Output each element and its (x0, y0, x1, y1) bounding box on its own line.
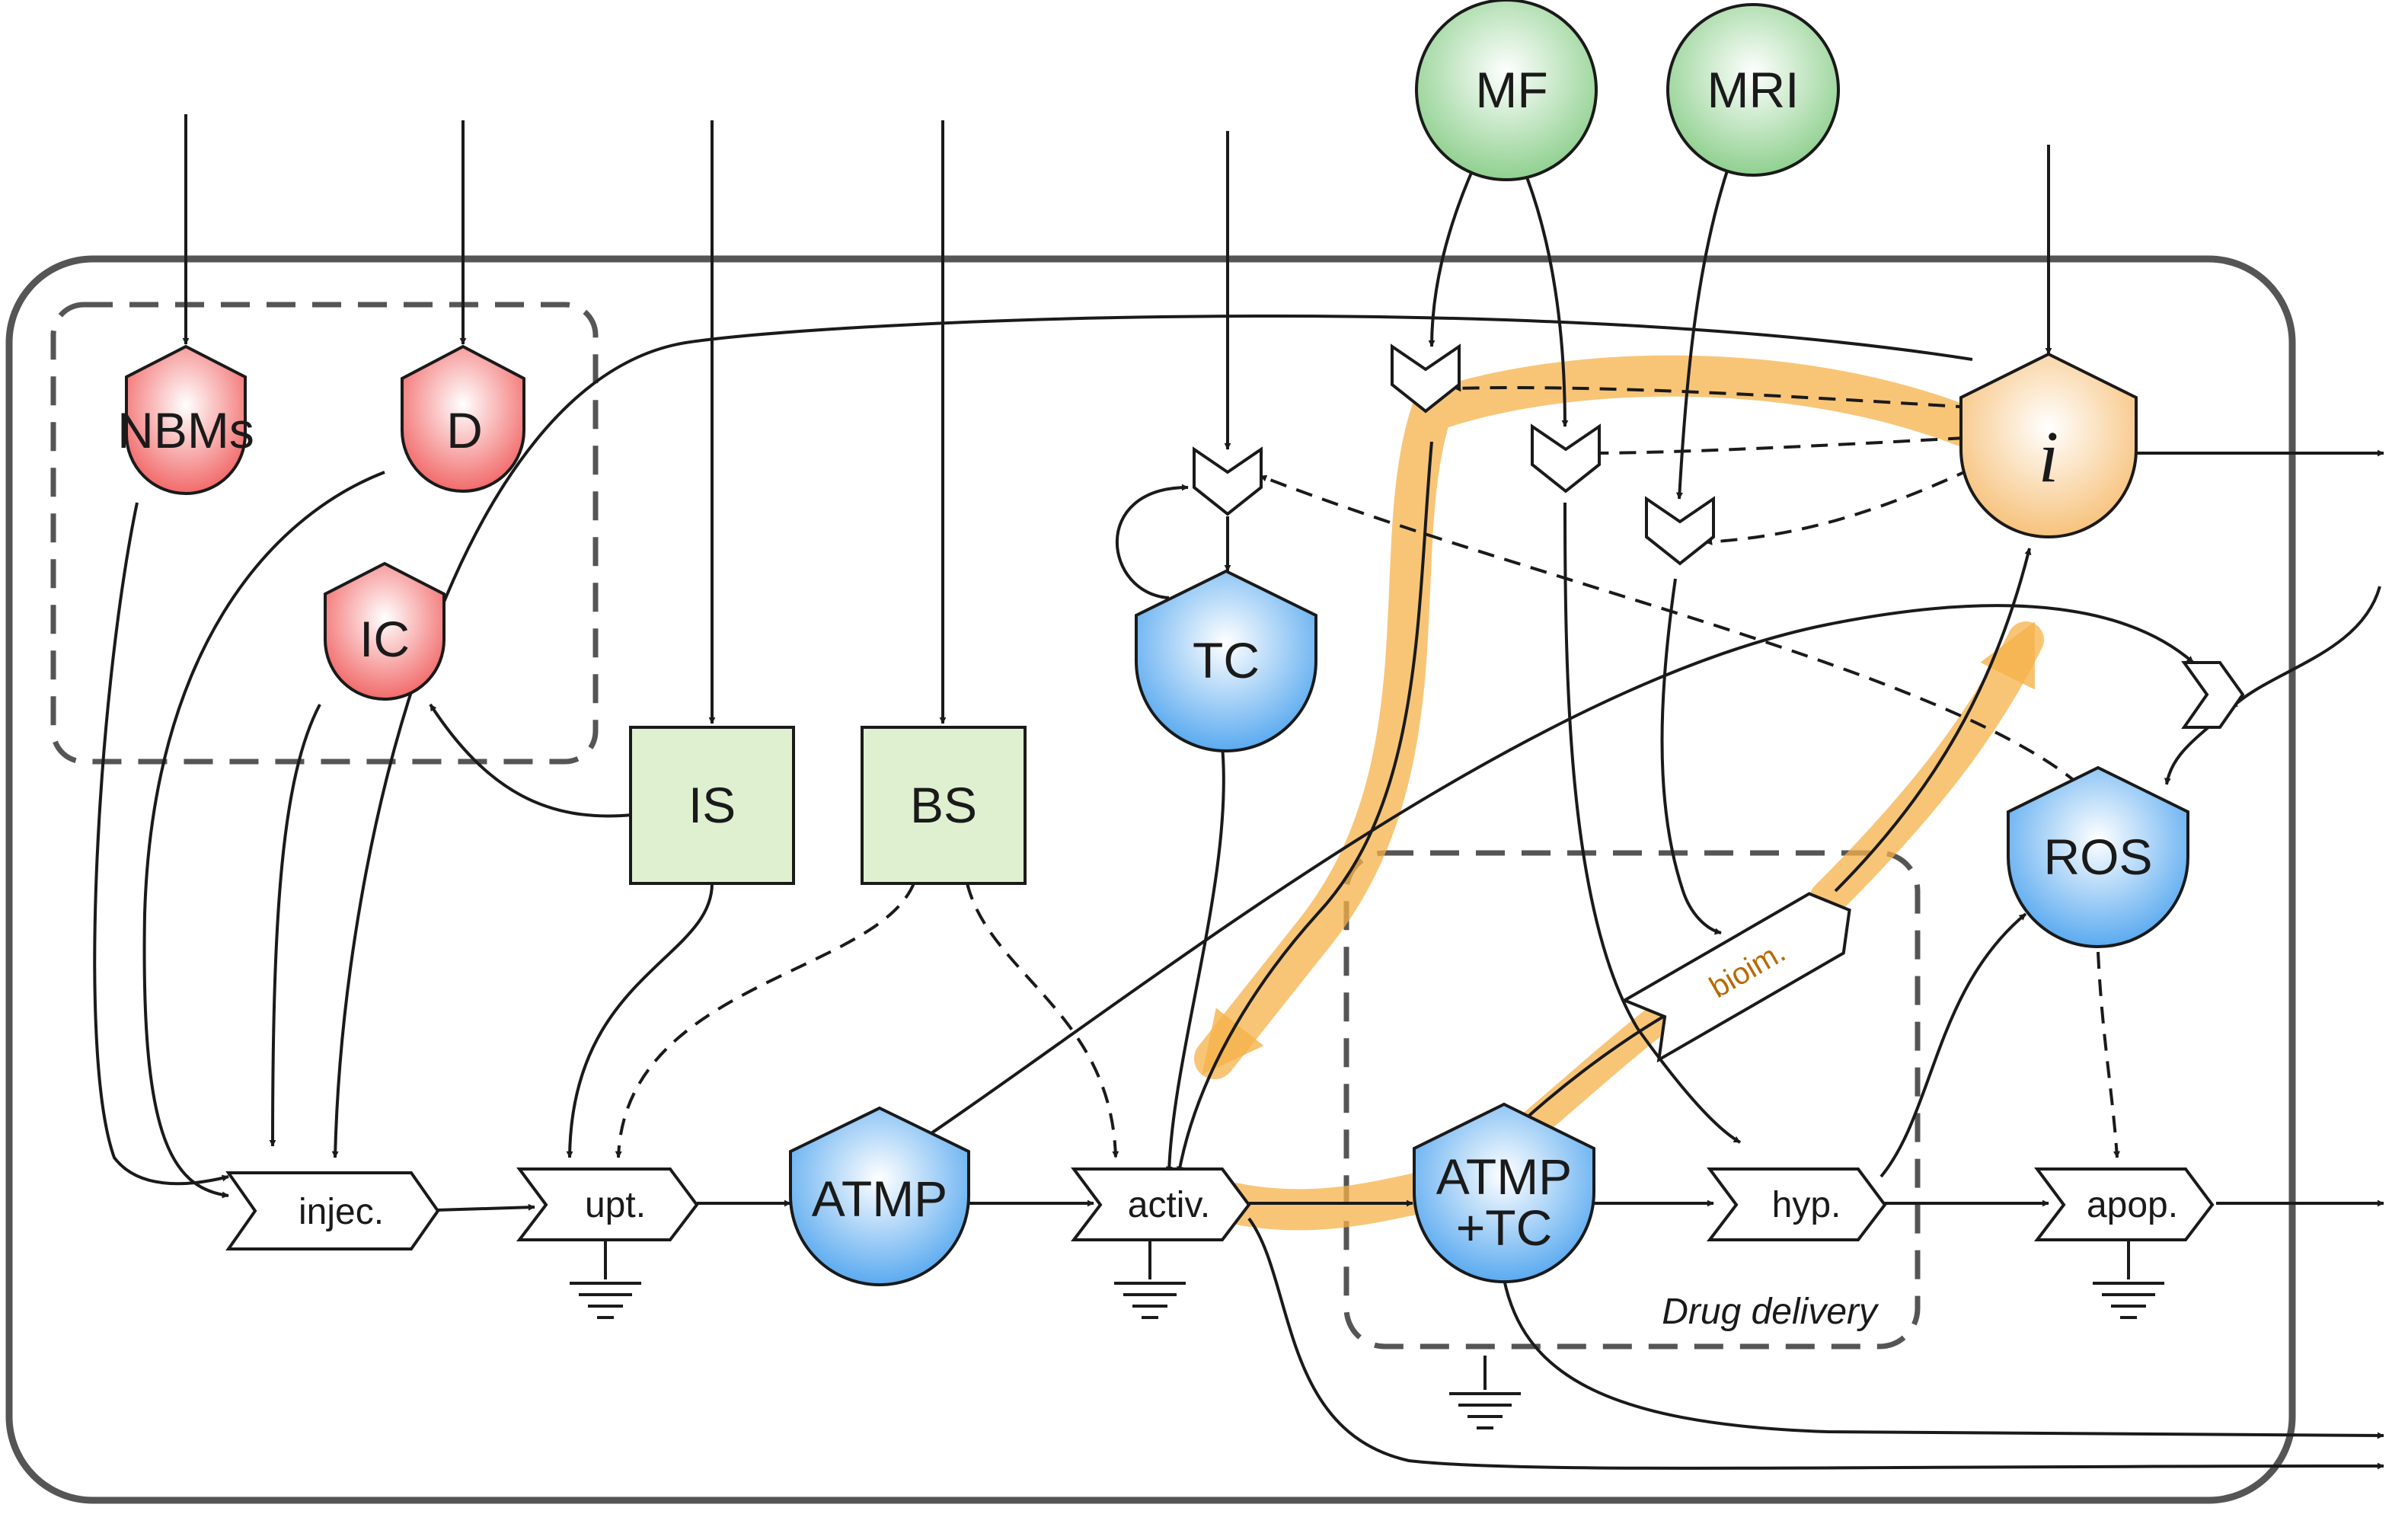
edge-is-upt (566, 883, 714, 1158)
green-boxes: IS BS (629, 726, 1027, 885)
gate-ros (2181, 661, 2245, 729)
edge-hyp-ros (1879, 912, 2027, 1178)
node-i: i (1959, 352, 2138, 538)
dashed-edges (615, 385, 2120, 1158)
ground-drug-delivery (1449, 1356, 1521, 1429)
edge-gate3-bioim (1660, 578, 1722, 935)
edge-external-rosgate (2230, 586, 2381, 710)
red-nodes: NBMs D IC (117, 344, 525, 701)
ground-activ (1114, 1238, 1186, 1319)
ground-upt (570, 1238, 641, 1319)
node-bs-label: BS (910, 777, 977, 833)
highlight-path-to-i (1809, 621, 2044, 917)
gates (1193, 343, 2245, 729)
node-i-label: i (2039, 416, 2059, 497)
edge-ros-apop (2097, 951, 2120, 1158)
node-atmp-tc-label-line2: +TC (1456, 1199, 1553, 1256)
node-d-label: D (446, 402, 483, 458)
gate-mf-hyp (1531, 423, 1601, 493)
edge-i-injec (331, 315, 1973, 1158)
node-ic: IC (324, 561, 446, 701)
edge-nbms-injec (93, 502, 229, 1186)
blue-nodes: TC ATMP ATMP +TC ROS (789, 569, 2189, 1286)
highlight-path-upper-loop (1194, 355, 1985, 1079)
process-apop: apop. (2033, 1167, 2215, 1241)
node-nbms: NBMs (117, 344, 254, 495)
node-ic-label: IC (359, 611, 410, 667)
gate-tc (1193, 446, 1263, 516)
ground-symbols (570, 1238, 2164, 1429)
drug-delivery-caption: Drug delivery (1662, 1292, 1879, 1332)
node-ros-label: ROS (2043, 829, 2152, 885)
ground-apop (2093, 1238, 2164, 1319)
node-mri-label: MRI (1707, 62, 1800, 118)
process-upt-label: upt. (585, 1185, 646, 1225)
process-nodes: injec. upt. activ. hyp. apop. bioim. (225, 892, 2215, 1250)
edge-bs-upt (615, 883, 915, 1158)
process-activ: activ. (1070, 1167, 1251, 1241)
process-bioim: bioim. (1621, 892, 1851, 1063)
edge-mri-gate3 (1675, 165, 1730, 500)
highlight-pathway (1194, 355, 2044, 1231)
edge-gate2-hyp (1563, 502, 1741, 1144)
node-bs: BS (861, 726, 1027, 885)
drug-delivery-module-box (1343, 850, 1921, 1350)
highlight-path-activation (1213, 1171, 1445, 1231)
process-injec-label: injec. (299, 1192, 384, 1232)
edge-gate1-activ (1177, 441, 1433, 1174)
node-nbms-label: NBMs (117, 402, 254, 458)
node-atmp: ATMP (789, 1106, 970, 1286)
node-d: D (401, 344, 525, 493)
green-circles: MF MRI (1415, 0, 1840, 181)
edge-ros-tcgate (1260, 474, 2081, 786)
edge-bioim-i (1834, 548, 2032, 893)
edge-activ-output (1247, 1217, 2384, 1470)
edge-bs-activ (966, 883, 1119, 1158)
node-atmp-tc-label-line1: ATMP (1436, 1148, 1572, 1205)
node-atmp-tc: ATMP +TC (1413, 1102, 1595, 1283)
gate-mf-activ (1391, 343, 1461, 414)
edge-tc-selfloop (1115, 484, 1189, 599)
node-mf: MF (1415, 0, 1598, 181)
node-tc-label: TC (1193, 632, 1260, 688)
edge-tc-activ (1165, 746, 1225, 1174)
process-hyp: hyp. (1706, 1167, 1887, 1241)
node-atmp-label: ATMP (812, 1171, 947, 1227)
process-upt: upt. (516, 1167, 699, 1241)
edge-atmptc-output (1503, 1279, 2384, 1439)
node-ros: ROS (2007, 765, 2189, 948)
process-apop-label: apop. (2087, 1185, 2178, 1225)
node-tc: TC (1135, 569, 1317, 752)
gate-mri-bioim (1645, 496, 1715, 566)
node-is-label: IS (688, 777, 736, 833)
node-mf-label: MF (1475, 62, 1547, 118)
edge-d-injec (142, 471, 385, 1199)
edge-i-gate2 (1587, 436, 1966, 457)
edge-mf-gate1 (1428, 167, 1475, 347)
edge-i-gate1 (1454, 385, 1973, 409)
node-is: IS (629, 726, 795, 885)
edge-mf-gate2 (1522, 167, 1569, 427)
node-mri: MRI (1666, 3, 1840, 177)
system-frame (5, 255, 2296, 1504)
process-hyp-label: hyp. (1772, 1185, 1841, 1225)
edge-i-gate3 (1705, 467, 1973, 545)
edge-is-ic (429, 703, 633, 818)
process-injec: injec. (225, 1171, 440, 1250)
nanomedicine-module-box (50, 302, 599, 765)
edge-ic-injec (269, 704, 321, 1147)
solid-edges (93, 114, 2384, 1470)
process-activ-label: activ. (1128, 1185, 1210, 1225)
edge-rosgate-ros (2164, 726, 2210, 785)
